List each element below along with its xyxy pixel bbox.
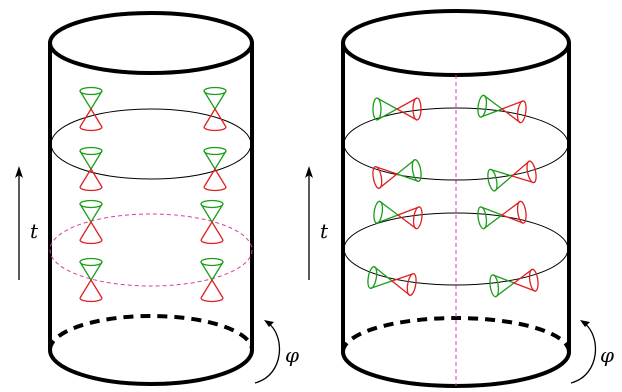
past-cone-icon <box>512 268 536 292</box>
light-cone-icon <box>373 200 423 230</box>
past-cone-rim <box>372 165 383 189</box>
light-cone-icon <box>200 257 224 303</box>
future-cone-icon <box>480 94 504 118</box>
left-cylinder <box>48 11 254 386</box>
past-cone-rim <box>412 97 422 121</box>
future-cone-rim <box>79 146 103 156</box>
past-cone-icon <box>200 278 224 299</box>
right-slice-upper <box>343 107 569 181</box>
past-cone-rim <box>79 186 103 192</box>
future-cone-rim <box>79 86 103 96</box>
future-cone-icon <box>480 206 504 230</box>
past-cone-icon <box>200 220 224 241</box>
light-cone-icon <box>79 146 103 192</box>
past-cone-icon <box>500 100 524 124</box>
future-cone-rim <box>200 199 224 209</box>
future-cone-rim <box>200 257 224 267</box>
future-cone-rim <box>203 146 227 156</box>
past-cone-icon <box>390 273 414 296</box>
past-cone-icon <box>395 97 418 121</box>
right-angle-arrow <box>570 322 597 384</box>
past-cone-rim <box>526 160 537 184</box>
light-cone-icon <box>372 97 422 121</box>
left-time-axis: t <box>15 166 39 280</box>
left-angle-axis: φ <box>254 320 299 384</box>
right-cylinder-bottom-back <box>341 316 571 353</box>
past-cone-icon <box>79 167 103 188</box>
past-cone-rim <box>516 100 527 124</box>
future-cone-icon <box>395 159 419 182</box>
past-cone-icon <box>203 167 227 188</box>
past-cone-rim <box>200 297 224 303</box>
light-cone-icon <box>79 257 103 303</box>
light-cone-icon <box>487 160 537 192</box>
right-time-label: t <box>320 219 329 243</box>
light-cone-icon <box>203 86 227 132</box>
future-cone-icon <box>376 200 400 224</box>
light-cone-icon <box>477 200 527 230</box>
right-light-cones <box>367 94 539 298</box>
light-cone-icon <box>489 268 539 298</box>
future-cone-rim <box>367 266 378 290</box>
past-cone-icon <box>396 206 420 230</box>
past-cone-rim <box>200 239 224 245</box>
past-cone-rim <box>516 200 527 224</box>
left-cylinder-bottom-back <box>48 314 254 351</box>
past-cone-icon <box>510 160 535 184</box>
future-cone-rim <box>79 257 103 267</box>
past-cone-rim <box>406 272 417 296</box>
future-cone-rim <box>477 206 488 230</box>
past-cone-rim <box>79 126 103 132</box>
future-cone-rim <box>411 159 422 183</box>
light-cone-icon <box>200 199 224 245</box>
past-cone-rim <box>412 206 423 230</box>
right-cylinder <box>341 9 571 388</box>
right-angle-axis: φ <box>570 320 614 384</box>
left-slice-upper <box>50 108 252 180</box>
left-time-label: t <box>30 219 39 243</box>
past-cone-rim <box>203 126 227 132</box>
left-slice-dashed <box>49 213 253 287</box>
future-cone-icon <box>370 266 394 289</box>
light-cone-icon <box>477 94 527 124</box>
past-cone-icon <box>500 200 524 224</box>
light-cone-icon <box>372 159 422 189</box>
past-cone-rim <box>528 268 539 292</box>
future-cone-rim <box>489 274 500 298</box>
left-angle-arrow <box>254 322 281 384</box>
past-cone-icon <box>79 220 103 241</box>
left-cylinder-bottom-front <box>48 349 254 386</box>
right-angle-label: φ <box>600 343 614 367</box>
right-time-axis: t <box>305 166 329 280</box>
past-cone-icon <box>79 278 103 299</box>
light-cone-icon <box>203 146 227 192</box>
light-cone-icon <box>367 266 417 296</box>
past-cone-icon <box>79 107 103 128</box>
future-cone-rim <box>203 86 227 96</box>
light-cone-icon <box>79 199 103 245</box>
light-cone-icon <box>79 86 103 132</box>
right-slice-lower <box>343 212 569 286</box>
future-cone-rim <box>477 94 488 118</box>
right-cylinder-top-rim <box>341 9 571 77</box>
past-cone-rim <box>79 297 103 303</box>
future-cone-rim <box>372 97 382 121</box>
future-cone-icon <box>492 274 516 298</box>
left-light-cones <box>79 86 227 303</box>
past-cone-icon <box>203 107 227 128</box>
left-cylinder-top-rim <box>48 11 254 75</box>
past-cone-rim <box>79 239 103 245</box>
future-cone-rim <box>373 200 384 224</box>
past-cone-icon <box>375 166 399 189</box>
past-cone-rim <box>203 186 227 192</box>
left-angle-label: φ <box>285 343 299 367</box>
future-cone-rim <box>79 199 103 209</box>
future-cone-rim <box>487 168 498 192</box>
